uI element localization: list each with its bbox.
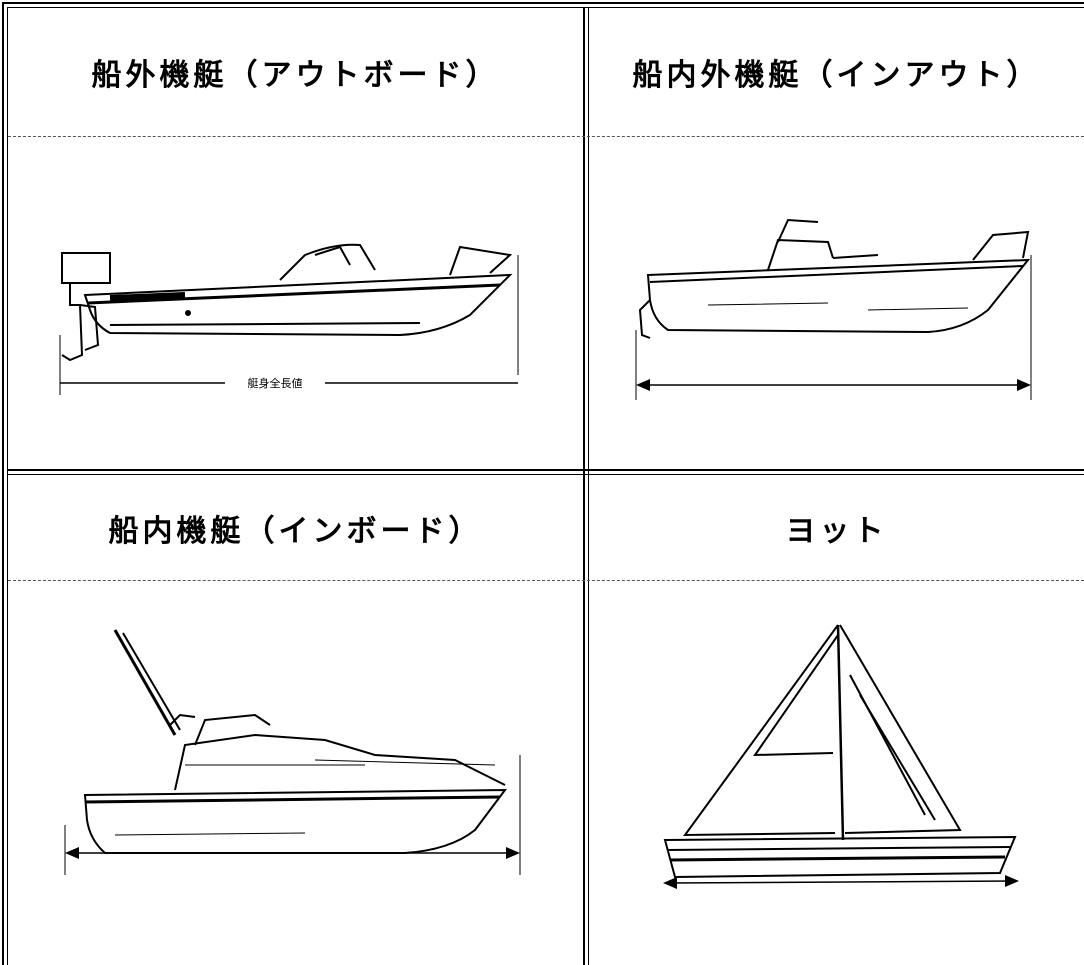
divider-vertical-b — [588, 7, 589, 965]
frame-top-inner — [7, 7, 1084, 8]
title-separator-top — [8, 136, 1084, 137]
frame-left-inner — [7, 7, 8, 965]
inboard-title: 船内機艇（インボード） — [108, 513, 483, 549]
yacht-title: ヨット — [785, 513, 888, 549]
sailboat-icon — [655, 615, 1025, 910]
outboard-title: 船外機艇（アウトボード） — [91, 58, 500, 93]
frame-left-outer — [2, 2, 4, 965]
outboard-measure-label: 艇身全長値 — [248, 376, 303, 390]
outboard-boat-icon: 艇身全長値 — [40, 225, 540, 410]
inout-title: 船内外機艇（インアウト） — [632, 58, 1041, 93]
divider-horizontal-a — [7, 469, 1084, 471]
frame-top-outer — [2, 2, 1084, 4]
divider-horizontal-b — [7, 474, 1084, 475]
divider-vertical-a — [583, 7, 585, 965]
inout-boat-icon — [628, 210, 1048, 410]
inboard-boat-icon — [55, 625, 535, 880]
title-separator-bottom — [8, 580, 1084, 581]
